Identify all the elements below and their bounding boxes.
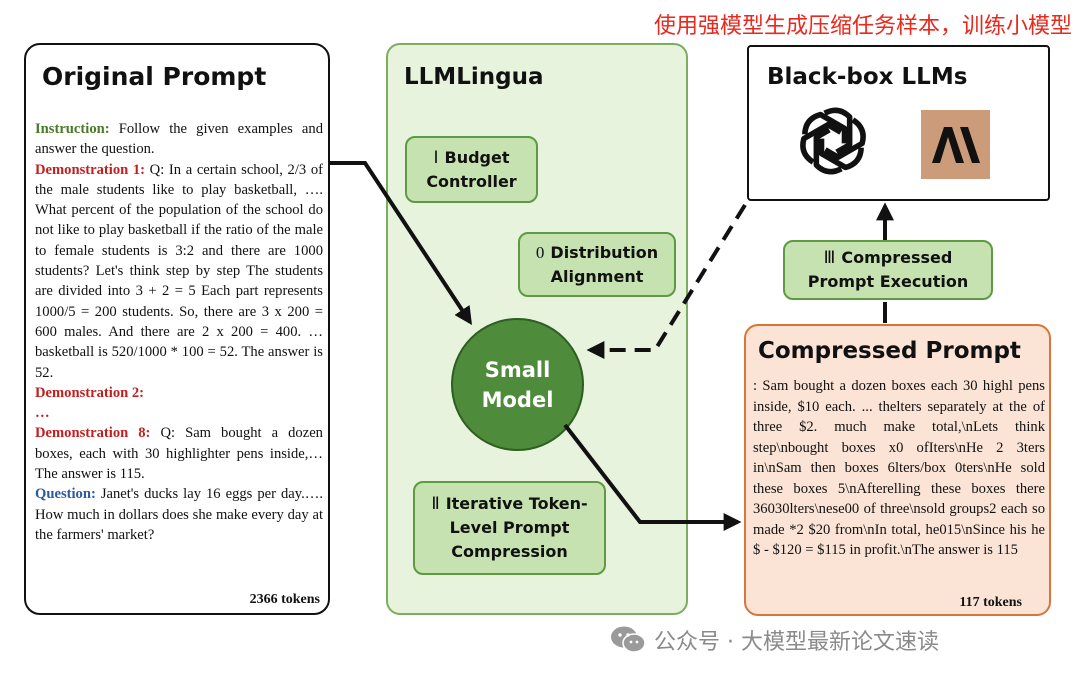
iterative-line3: Compression [451, 542, 568, 561]
demonstration-1-label: Demonstration 1: [35, 161, 146, 178]
demonstration-2-label: Demonstration 2: [35, 384, 145, 401]
budget-numeral: Ⅰ [433, 147, 439, 167]
compressed-prompt-panel [744, 324, 1051, 616]
compressed-prompt-title: Compressed Prompt [758, 338, 1021, 364]
original-token-count: 2366 tokens [249, 592, 320, 607]
compressed-token-count: 117 tokens [959, 595, 1022, 610]
execution-line1: Compressed [841, 248, 953, 267]
arrow-model-to-compressed [563, 423, 742, 531]
execution-line2: Prompt Execution [807, 272, 969, 291]
openai-icon [796, 104, 870, 178]
budget-line1: Budget [444, 147, 510, 167]
original-prompt-text: Instruction: Follow the given examples a… [35, 119, 323, 545]
small-model-node: Small Model [451, 318, 584, 451]
wechat-icon [611, 626, 646, 653]
small-model-line1: Small [484, 357, 551, 382]
small-model-line2: Model [481, 387, 554, 412]
iterative-numeral: Ⅱ [431, 494, 440, 513]
blackbox-llms-panel [747, 45, 1050, 201]
iterative-line2: Level Prompt [449, 518, 570, 537]
compressed-prompt-text: : Sam bought a dozen boxes each 30 highl… [753, 378, 1045, 558]
original-prompt-title: Original Prompt [42, 62, 267, 91]
question-text: Janet's ducks lay 16 eggs per day.…. How… [35, 486, 323, 543]
top-annotation: 使用强模型生成压缩任务样本，训练小模型 [653, 14, 1072, 39]
demonstration-8-label: Demonstration 8: [35, 425, 151, 442]
distribution-numeral: 0 [535, 242, 545, 262]
watermark: 公众号 · 大模型最新论文速读 [610, 623, 939, 657]
distribution-line2: Alignment [550, 266, 644, 286]
ellipsis: … [35, 405, 50, 422]
question-label: Question: [35, 486, 96, 503]
instruction-label: Instruction: [35, 121, 110, 137]
execution-numeral: Ⅲ [823, 248, 836, 267]
budget-line2: Controller [426, 171, 517, 191]
arrow-blackbox-to-model-dashed [586, 203, 747, 359]
prompt-execution-box: Ⅲ Compressed Prompt Execution [783, 240, 993, 300]
llmlingua-title: LLMLingua [404, 64, 544, 90]
demonstration-8-text: Q: Sam bought a dozen boxes, each with 3… [35, 425, 323, 483]
arrow-original-to-model [330, 161, 472, 326]
anthropic-icon [921, 110, 990, 179]
demonstration-1-text: Q: In a certain school, 2/3 of the male … [35, 161, 323, 381]
distribution-line1: Distribution [550, 242, 659, 262]
iterative-compression-box: Ⅱ Iterative Token- Level Prompt Compressi… [413, 481, 606, 575]
watermark-text: 公众号 · 大模型最新论文速读 [654, 630, 939, 655]
blackbox-llms-title: Black-box LLMs [767, 64, 968, 90]
iterative-line1: Iterative Token- [445, 494, 588, 513]
instruction-text: Follow the given examples and answer the… [35, 121, 323, 158]
original-prompt-panel [24, 43, 330, 615]
